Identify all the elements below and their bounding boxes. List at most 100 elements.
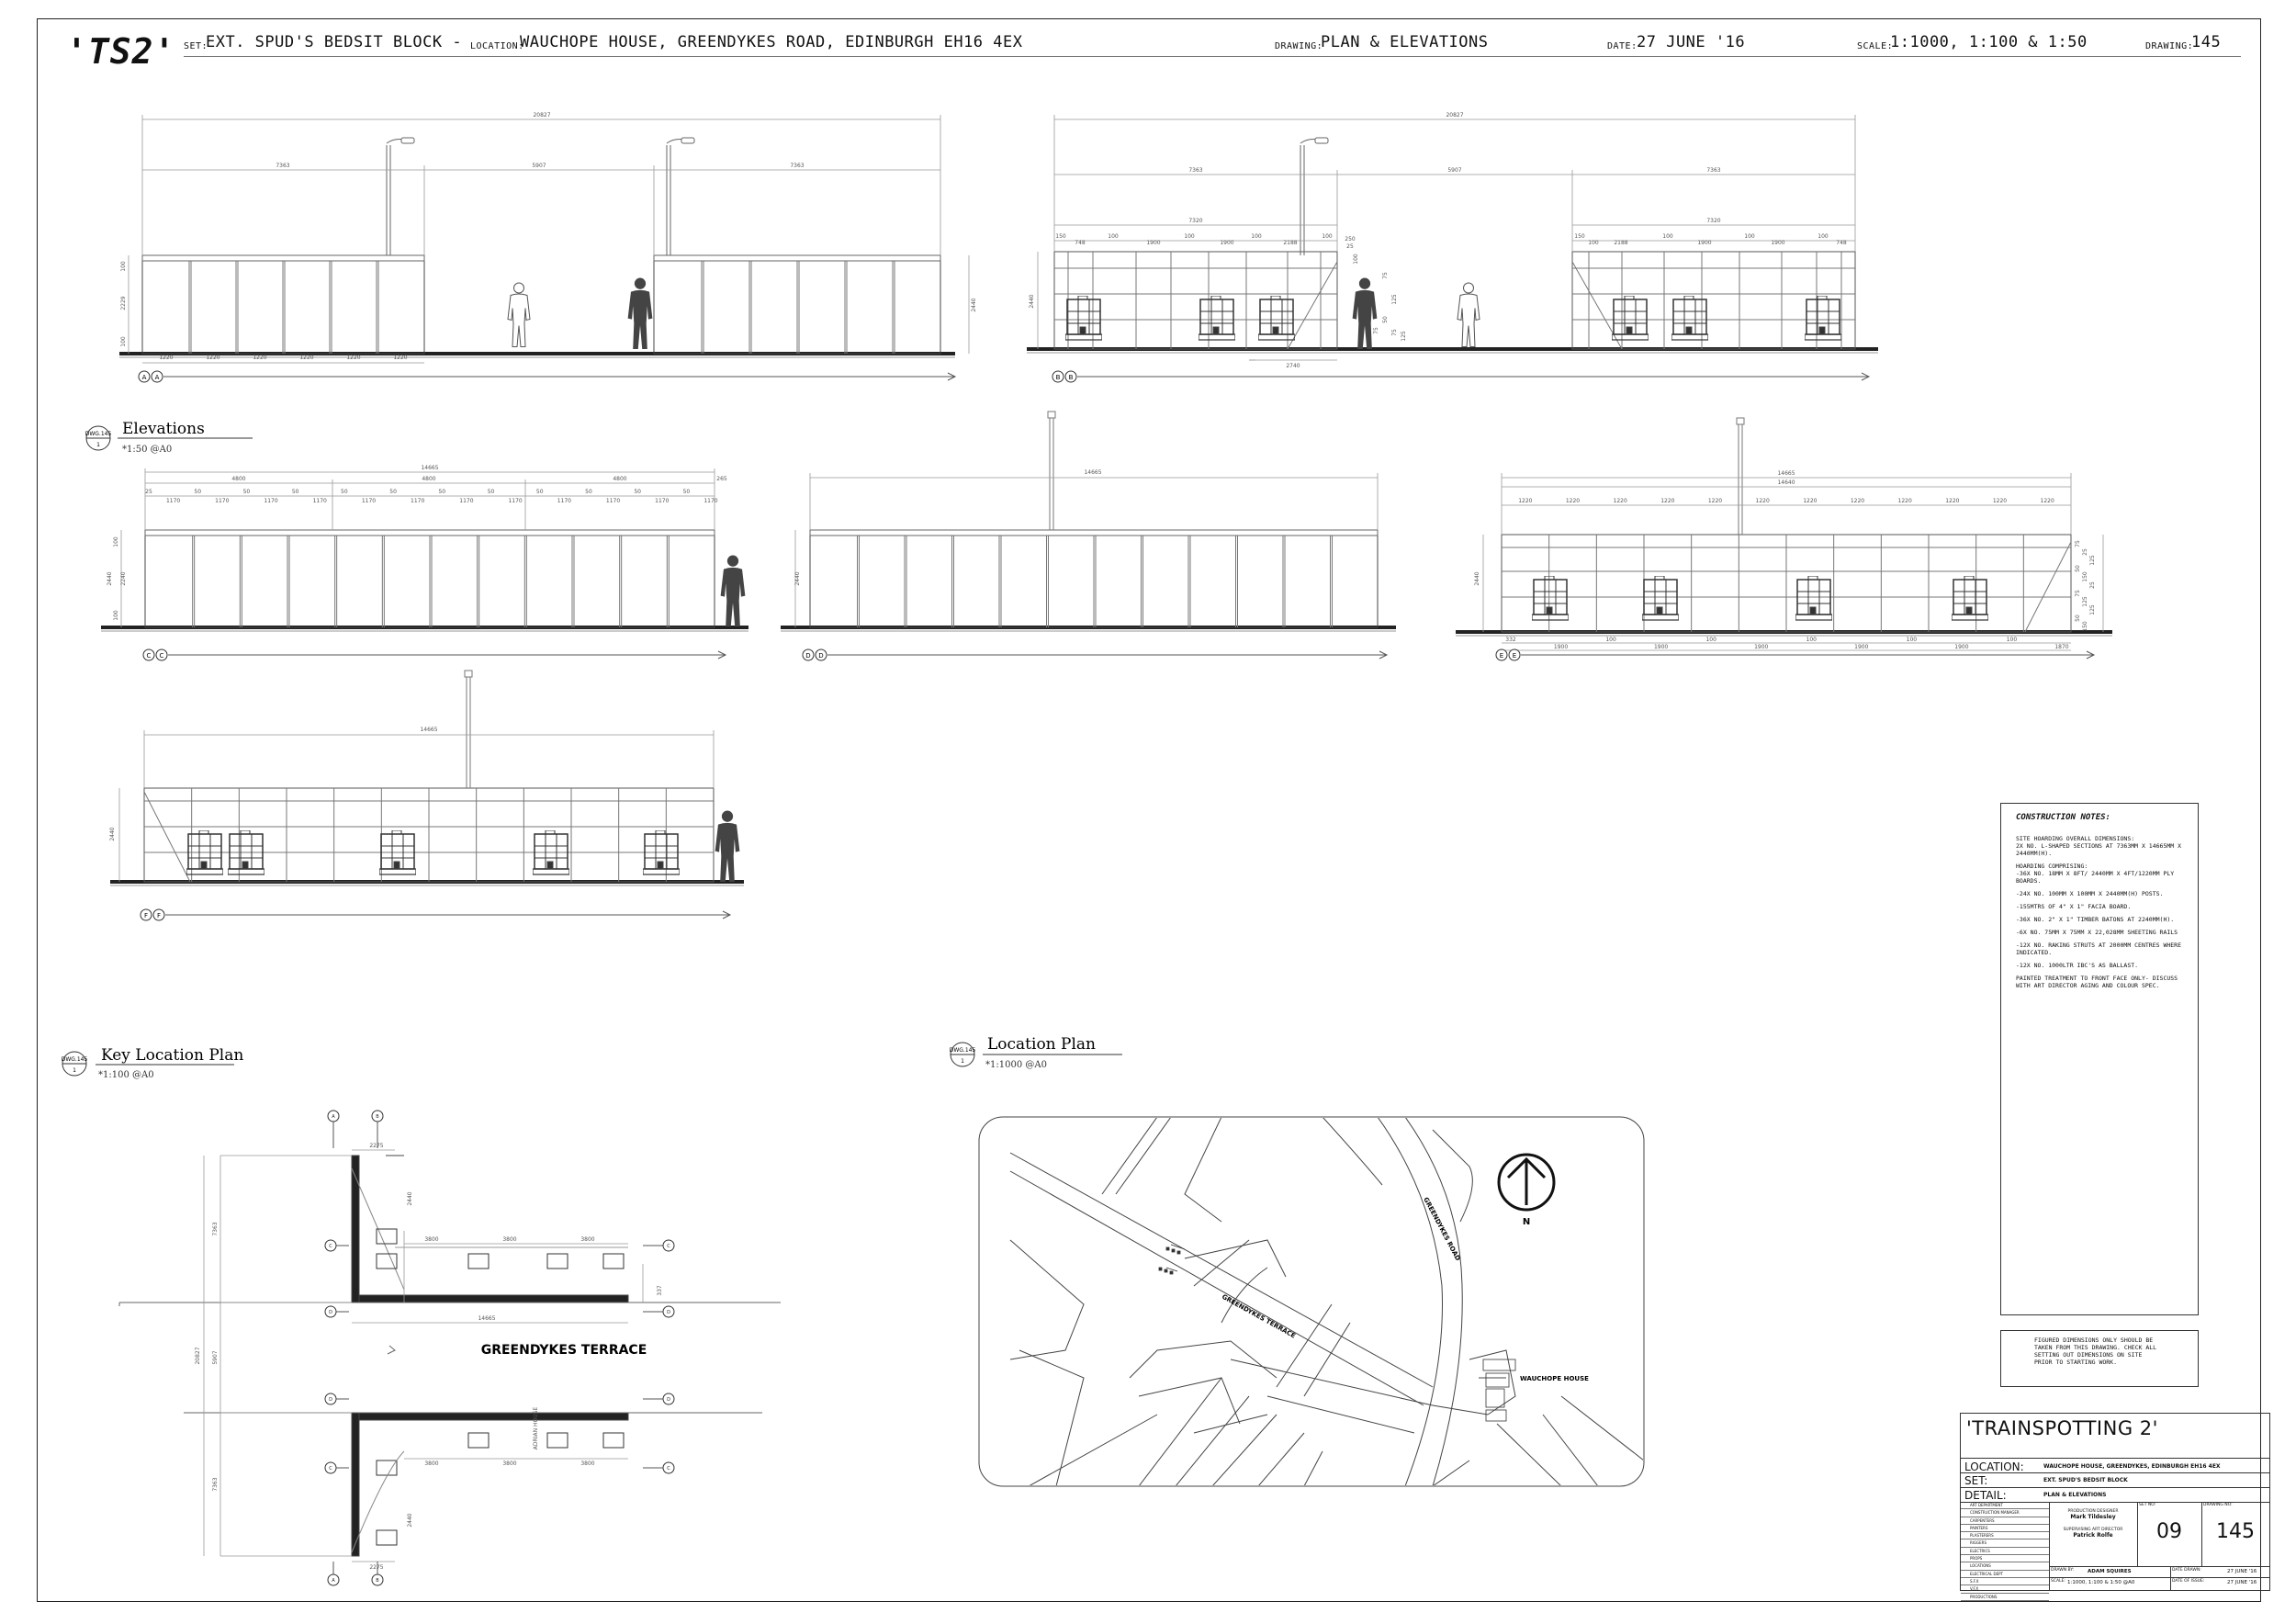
tb-location-label: LOCATION:	[1964, 1460, 2024, 1473]
dim-c-bay: 50	[585, 489, 592, 495]
dim-c-bay: 50	[292, 489, 299, 495]
svg-text:748: 748	[1075, 240, 1086, 246]
svg-text:3800: 3800	[580, 1236, 594, 1243]
disclaimer-line: TAKEN FROM THIS DRAWING. CHECK ALL	[2034, 1344, 2157, 1351]
svg-text:14665: 14665	[1084, 469, 1101, 476]
location-label: location:	[470, 41, 524, 51]
svg-text:7363: 7363	[212, 1222, 219, 1235]
svg-text:2440: 2440	[794, 571, 801, 585]
note-line: -6X NO. 75MM X 75MM X 22,028MM SHEETING …	[2016, 929, 2178, 936]
dim-e-bottom: 100	[1705, 637, 1716, 643]
project-title: 'TRAINSPOTTING 2'	[1966, 1417, 2158, 1439]
svg-text:2740: 2740	[1286, 363, 1300, 369]
set-no-label: SET NO:	[2139, 1503, 2156, 1507]
tb-set-value: EXT. SPUD'S BEDSIT BLOCK	[2043, 1477, 2128, 1483]
svg-text:5907: 5907	[1447, 167, 1461, 174]
dim-c-bay: 1170	[166, 498, 180, 504]
svg-text:100: 100	[113, 610, 119, 621]
dim-a-panel: 1220	[253, 355, 266, 361]
dim-e-side: 125	[2089, 555, 2096, 566]
svg-text:2440: 2440	[1029, 294, 1035, 308]
elevations-title-block: DWG.145 1 Elevations *1:50 @A0	[85, 420, 253, 455]
distribution-item: V.F.X	[1961, 1585, 2049, 1594]
dim-c-bay: 1170	[264, 498, 277, 504]
svg-text:7363: 7363	[212, 1477, 219, 1491]
svg-text:C: C	[329, 1466, 332, 1472]
tb-set-label: SET:	[1964, 1474, 1988, 1487]
svg-text:C: C	[329, 1244, 332, 1249]
drawing-no-label: DRAWING NO:	[2203, 1503, 2233, 1507]
svg-text:14665: 14665	[421, 465, 438, 471]
svg-text:100: 100	[113, 536, 119, 547]
svg-text:D: D	[805, 652, 810, 660]
svg-text:C: C	[667, 1466, 670, 1472]
svg-text:DWG.145: DWG.145	[950, 1047, 976, 1054]
drawing-value: PLAN & ELEVATIONS	[1321, 33, 1489, 51]
svg-text:150: 150	[1055, 233, 1066, 240]
set-label: set:	[184, 41, 208, 51]
drawing-no: 145	[2216, 1520, 2255, 1543]
key-plan-title-block: DWG.145 1 Key Location Plan *1:100 @A0	[62, 1046, 244, 1080]
dim-e-side: 150	[2082, 621, 2088, 632]
disclaimer-line: SETTING OUT DIMENSIONS ON SITE	[2034, 1351, 2143, 1359]
dim-a-panel: 1220	[206, 355, 219, 361]
distribution-item: CARPENTERS	[1961, 1517, 2049, 1525]
dim-c-bay: 50	[194, 489, 201, 495]
tb-detail-value: PLAN & ELEVATIONS	[2043, 1492, 2107, 1498]
note-line: -36X NO. 2" X 1" TIMBER BATONS AT 2240MM…	[2016, 916, 2175, 923]
section-marker-b: B B	[1052, 370, 1871, 383]
svg-text:7320: 7320	[1188, 218, 1202, 224]
section-title: Location Plan	[987, 1035, 1096, 1054]
dim-e-panel: 1220	[1708, 498, 1722, 504]
dim-a-panel: 1220	[159, 355, 173, 361]
svg-text:75: 75	[1391, 329, 1398, 336]
disclaimer-line: PRIOR TO STARTING WORK.	[2034, 1359, 2118, 1366]
distribution-item: ELECTRICAL DEPT	[1961, 1571, 2049, 1578]
dim-c-bay: 1170	[459, 498, 473, 504]
dim-e-panel: 1220	[1614, 498, 1627, 504]
note-line: 2X NO. L-SHAPED SECTIONS AT 7363MM X 146…	[2016, 842, 2182, 857]
dim-c-bay: 1170	[606, 498, 620, 504]
notes-title: CONSTRUCTION NOTES:	[2016, 813, 2110, 822]
svg-text:B: B	[1056, 374, 1061, 381]
svg-text:3800: 3800	[502, 1460, 516, 1467]
section-title: Elevations	[122, 420, 205, 438]
svg-text:F: F	[144, 912, 148, 919]
svg-text:A: A	[155, 374, 160, 381]
dim-e-side: 125	[2089, 604, 2096, 615]
distribution-item: RIGGERS	[1961, 1539, 2049, 1548]
title-logo: 'TS2'	[66, 31, 176, 72]
dim-e-panel: 1220	[2041, 498, 2054, 504]
svg-text:D: D	[667, 1310, 670, 1315]
dim-c-bay: 1170	[215, 498, 229, 504]
dim-e-side: 75	[2075, 540, 2081, 547]
svg-text:5907: 5907	[212, 1350, 219, 1364]
svg-text:1900: 1900	[1146, 240, 1160, 246]
svg-text:150: 150	[1574, 233, 1585, 240]
note-line: -12X NO. 1000LTR IBC'S AS BALLAST.	[2016, 962, 2139, 969]
dim-a-height: 2440	[971, 298, 977, 311]
svg-text:100: 100	[1184, 233, 1195, 240]
dim-e-panel: 1220	[1566, 498, 1580, 504]
section-marker-a: A A	[138, 370, 957, 383]
road-label: GREENDYKES TERRACE	[1221, 1293, 1297, 1340]
elevation-b	[1027, 115, 1878, 361]
dim-c-bay: 50	[243, 489, 251, 495]
dim-c-bay: 50	[488, 489, 495, 495]
svg-text:E: E	[1513, 652, 1516, 660]
svg-text:D: D	[329, 1397, 332, 1403]
distribution-item: PRODUCTIONS	[1961, 1594, 2049, 1601]
svg-text:100: 100	[1662, 233, 1673, 240]
distribution-item: LOCATIONS	[1961, 1562, 2049, 1571]
dim-e-side: 25	[2089, 581, 2096, 589]
svg-text:25: 25	[1346, 243, 1354, 250]
svg-text:D: D	[667, 1397, 670, 1403]
date-value: 27 JUNE '16	[1637, 33, 1746, 51]
svg-text:75: 75	[1382, 272, 1389, 279]
svg-text:2440: 2440	[407, 1513, 413, 1527]
svg-text:*1:1000 @A0: *1:1000 @A0	[985, 1060, 1047, 1070]
set-value: EXT. SPUD'S BEDSIT BLOCK -	[206, 33, 463, 51]
note-line: PAINTED TREATMENT TO FRONT FACE ONLY- DI…	[2016, 975, 2178, 989]
svg-text:1900: 1900	[1220, 240, 1233, 246]
